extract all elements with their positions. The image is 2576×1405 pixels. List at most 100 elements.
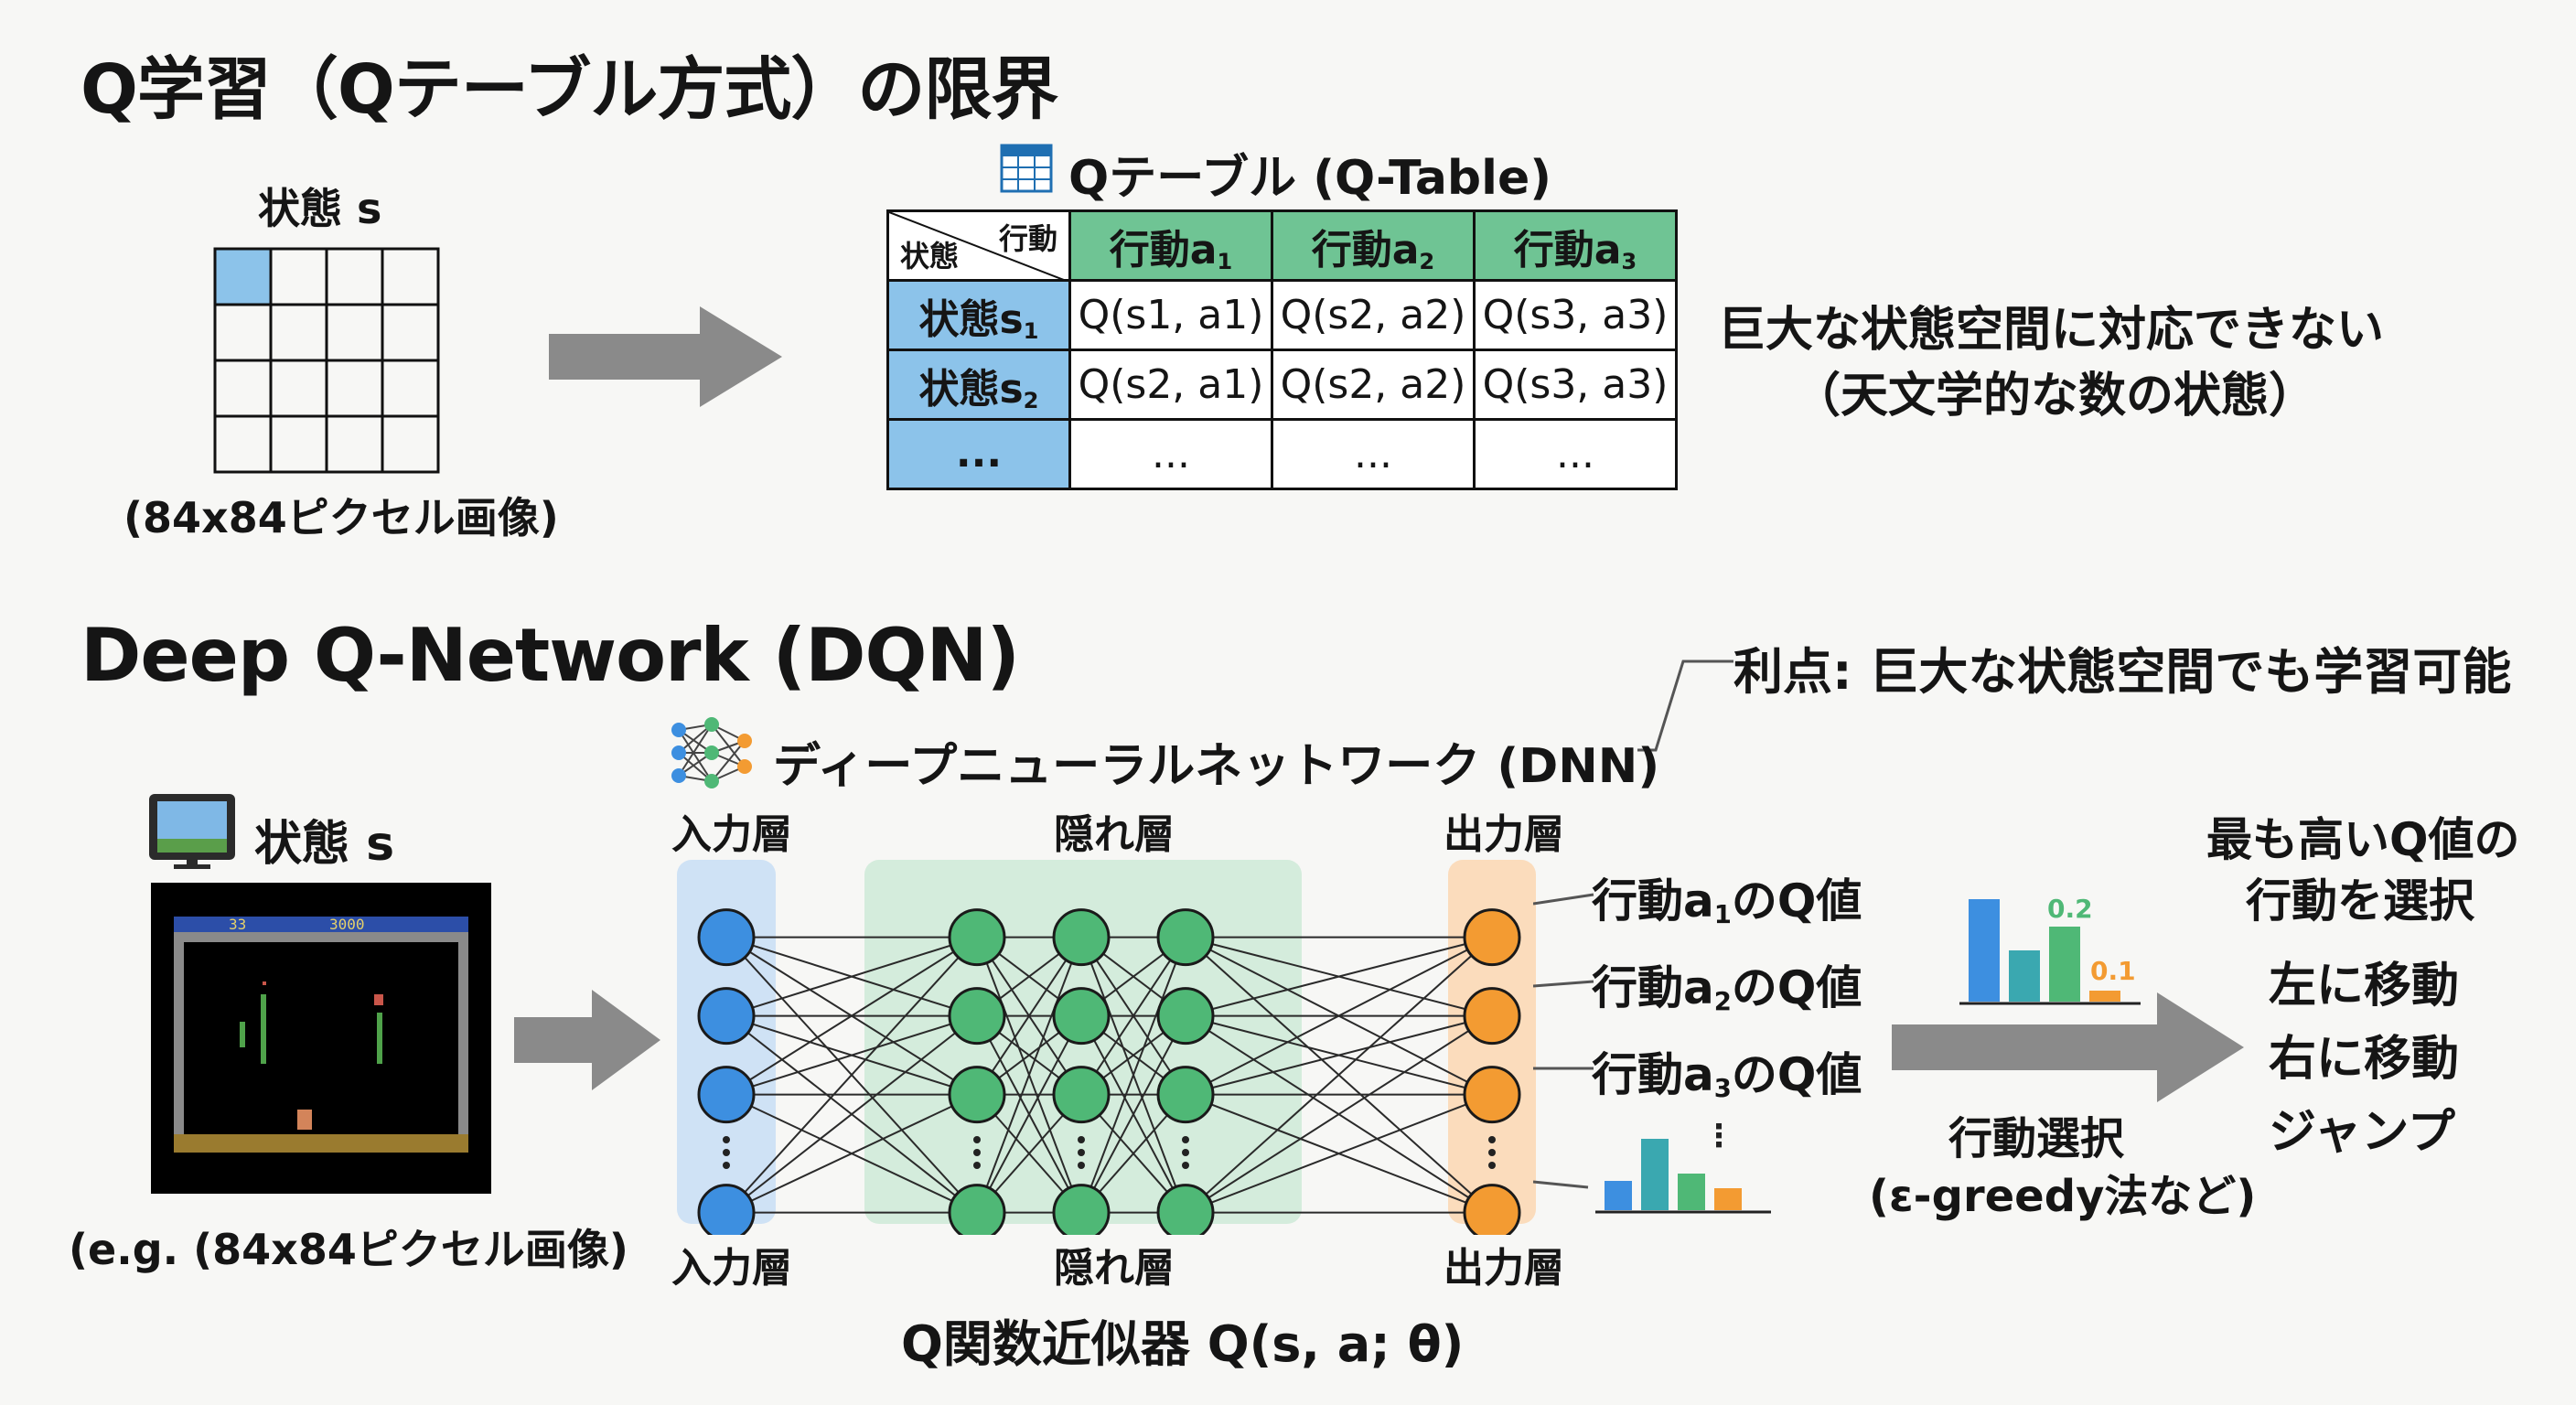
network-node bbox=[697, 908, 756, 967]
game-dot bbox=[263, 981, 266, 985]
network-connection bbox=[976, 1015, 1082, 1214]
network-node bbox=[1156, 987, 1215, 1046]
section-title-q-learning: Q学習（Qテーブル方式）の限界 bbox=[80, 50, 1058, 129]
state-label-top: 状態 s bbox=[258, 184, 382, 233]
neural-network bbox=[677, 860, 1536, 1235]
network-connection bbox=[1185, 936, 1493, 1017]
game-pillar bbox=[240, 1022, 245, 1047]
pixel-caption-top: (84x84ピクセル画像) bbox=[123, 493, 559, 542]
selection-label-line1: 行動選択 bbox=[1948, 1113, 2125, 1164]
network-node bbox=[948, 987, 1006, 1046]
layer-ellipsis-dot bbox=[1182, 1149, 1189, 1156]
row-state-ellipsis: ... bbox=[886, 418, 1071, 490]
q-cell: ... bbox=[1068, 418, 1273, 490]
network-connection bbox=[1185, 1014, 1493, 1214]
network-connection bbox=[1185, 1093, 1493, 1214]
network-connection bbox=[1080, 937, 1186, 1213]
bar-value-a: 0.2 bbox=[2047, 894, 2093, 924]
network-connection bbox=[1080, 1015, 1186, 1214]
layer-ellipsis-dot bbox=[723, 1149, 730, 1156]
selection-bar bbox=[2009, 950, 2040, 1002]
row-state-2: 状態s2 bbox=[886, 349, 1071, 421]
network-node bbox=[1463, 1066, 1521, 1124]
network-connection bbox=[725, 936, 978, 1096]
network-node bbox=[1463, 1184, 1521, 1235]
bar-value-b: 0.1 bbox=[2090, 956, 2136, 986]
best-action-line1: 最も高いQ値の bbox=[2206, 813, 2520, 866]
network-node bbox=[1463, 987, 1521, 1046]
network-icon bbox=[671, 717, 752, 788]
q-table-corner: 行動 状態 bbox=[886, 209, 1071, 282]
network-node bbox=[1156, 908, 1215, 967]
layer-ellipsis-dot bbox=[973, 1136, 981, 1143]
network-connection bbox=[725, 1014, 978, 1214]
arrow-selection bbox=[1892, 992, 2244, 1102]
mini-bar bbox=[1641, 1139, 1669, 1210]
limit-text-line2: （天文学的な数の状態） bbox=[1793, 369, 2317, 424]
output-leader-lines bbox=[1533, 893, 1594, 1189]
layer-ellipsis-dot bbox=[1078, 1136, 1085, 1143]
layer-ellipsis-dot bbox=[973, 1149, 981, 1156]
network-node bbox=[1156, 1184, 1215, 1235]
corner-action-label: 行動 bbox=[998, 221, 1057, 256]
game-pillar bbox=[377, 1013, 382, 1064]
network-node bbox=[1052, 987, 1111, 1046]
input-layer-label-top: 入力層 bbox=[671, 811, 792, 858]
state-grid-highlight bbox=[215, 249, 270, 304]
selection-bar bbox=[1969, 899, 2000, 1002]
state-grid bbox=[213, 247, 440, 474]
game-floor bbox=[174, 1134, 468, 1153]
table-icon bbox=[1000, 144, 1053, 193]
corner-state-label: 状態 bbox=[900, 239, 960, 273]
game-arena bbox=[174, 932, 468, 1134]
network-connection bbox=[725, 936, 978, 1214]
row-state-1: 状態s1 bbox=[886, 279, 1071, 351]
action-move-left: 左に移動 bbox=[2269, 959, 2460, 1014]
output-label-1: 行動a1のQ値 bbox=[1592, 874, 1862, 929]
output-label-3: 行動a3のQ値 bbox=[1592, 1048, 1862, 1103]
network-connection bbox=[1185, 936, 1493, 1096]
layer-ellipsis-dot bbox=[1488, 1136, 1496, 1143]
network-connection bbox=[1185, 936, 1493, 1214]
q-cell: Q(s2, a1) bbox=[1068, 349, 1273, 421]
network-connection bbox=[725, 1014, 978, 1096]
arrow-top bbox=[549, 306, 782, 407]
mini-bar bbox=[1714, 1188, 1742, 1210]
tv-icon bbox=[149, 794, 235, 869]
selection-label-line2: (ε-greedy法など) bbox=[1869, 1171, 2257, 1222]
output-label-2: 行動a2のQ値 bbox=[1592, 961, 1862, 1016]
network-connection bbox=[976, 937, 1082, 1096]
network-node bbox=[1156, 1066, 1215, 1124]
action-jump: ジャンプ bbox=[2269, 1105, 2455, 1160]
game-pillar bbox=[261, 994, 266, 1064]
q-cell: Q(s2, a2) bbox=[1271, 349, 1476, 421]
network-node bbox=[948, 908, 1006, 967]
mini-bar bbox=[1605, 1181, 1632, 1210]
network-node bbox=[948, 1066, 1006, 1124]
mini-chart-ellipsis: ⋮ bbox=[1703, 1118, 1734, 1154]
q-cell: Q(s3, a3) bbox=[1473, 349, 1678, 421]
hidden-layer-label-top: 隠れ層 bbox=[1054, 811, 1175, 858]
network-connection bbox=[1185, 1014, 1493, 1096]
header-action-2: 行動a2 bbox=[1271, 209, 1476, 282]
example-caption: (e.g. (84x84ピクセル画像) bbox=[69, 1225, 628, 1274]
game-score-right: 3000 bbox=[329, 916, 365, 933]
layer-ellipsis-dot bbox=[1488, 1162, 1496, 1169]
layer-ellipsis-dot bbox=[1488, 1149, 1496, 1156]
layer-ellipsis-dot bbox=[1182, 1136, 1189, 1143]
network-node bbox=[1052, 1066, 1111, 1124]
network-connection bbox=[1080, 937, 1186, 1096]
q-cell: Q(s1, a1) bbox=[1068, 279, 1273, 351]
network-node bbox=[1052, 908, 1111, 967]
advantage-text: 利点: 巨大な状態空間でも学習可能 bbox=[1733, 643, 2512, 701]
selection-bar-chart: 0.2 0.1 bbox=[1959, 894, 2141, 1005]
output-layer-label-bottom: 出力層 bbox=[1444, 1245, 1564, 1292]
q-cell: ... bbox=[1473, 418, 1678, 490]
network-node bbox=[948, 1184, 1006, 1235]
input-layer-label-bottom: 入力層 bbox=[671, 1245, 792, 1292]
layer-ellipsis-dot bbox=[723, 1136, 730, 1143]
game-screen: 33 3000 bbox=[151, 883, 491, 1194]
q-cell: Q(s3, a3) bbox=[1473, 279, 1678, 351]
q-cell: Q(s2, a2) bbox=[1271, 279, 1476, 351]
advantage-leader-line bbox=[1637, 660, 1733, 752]
